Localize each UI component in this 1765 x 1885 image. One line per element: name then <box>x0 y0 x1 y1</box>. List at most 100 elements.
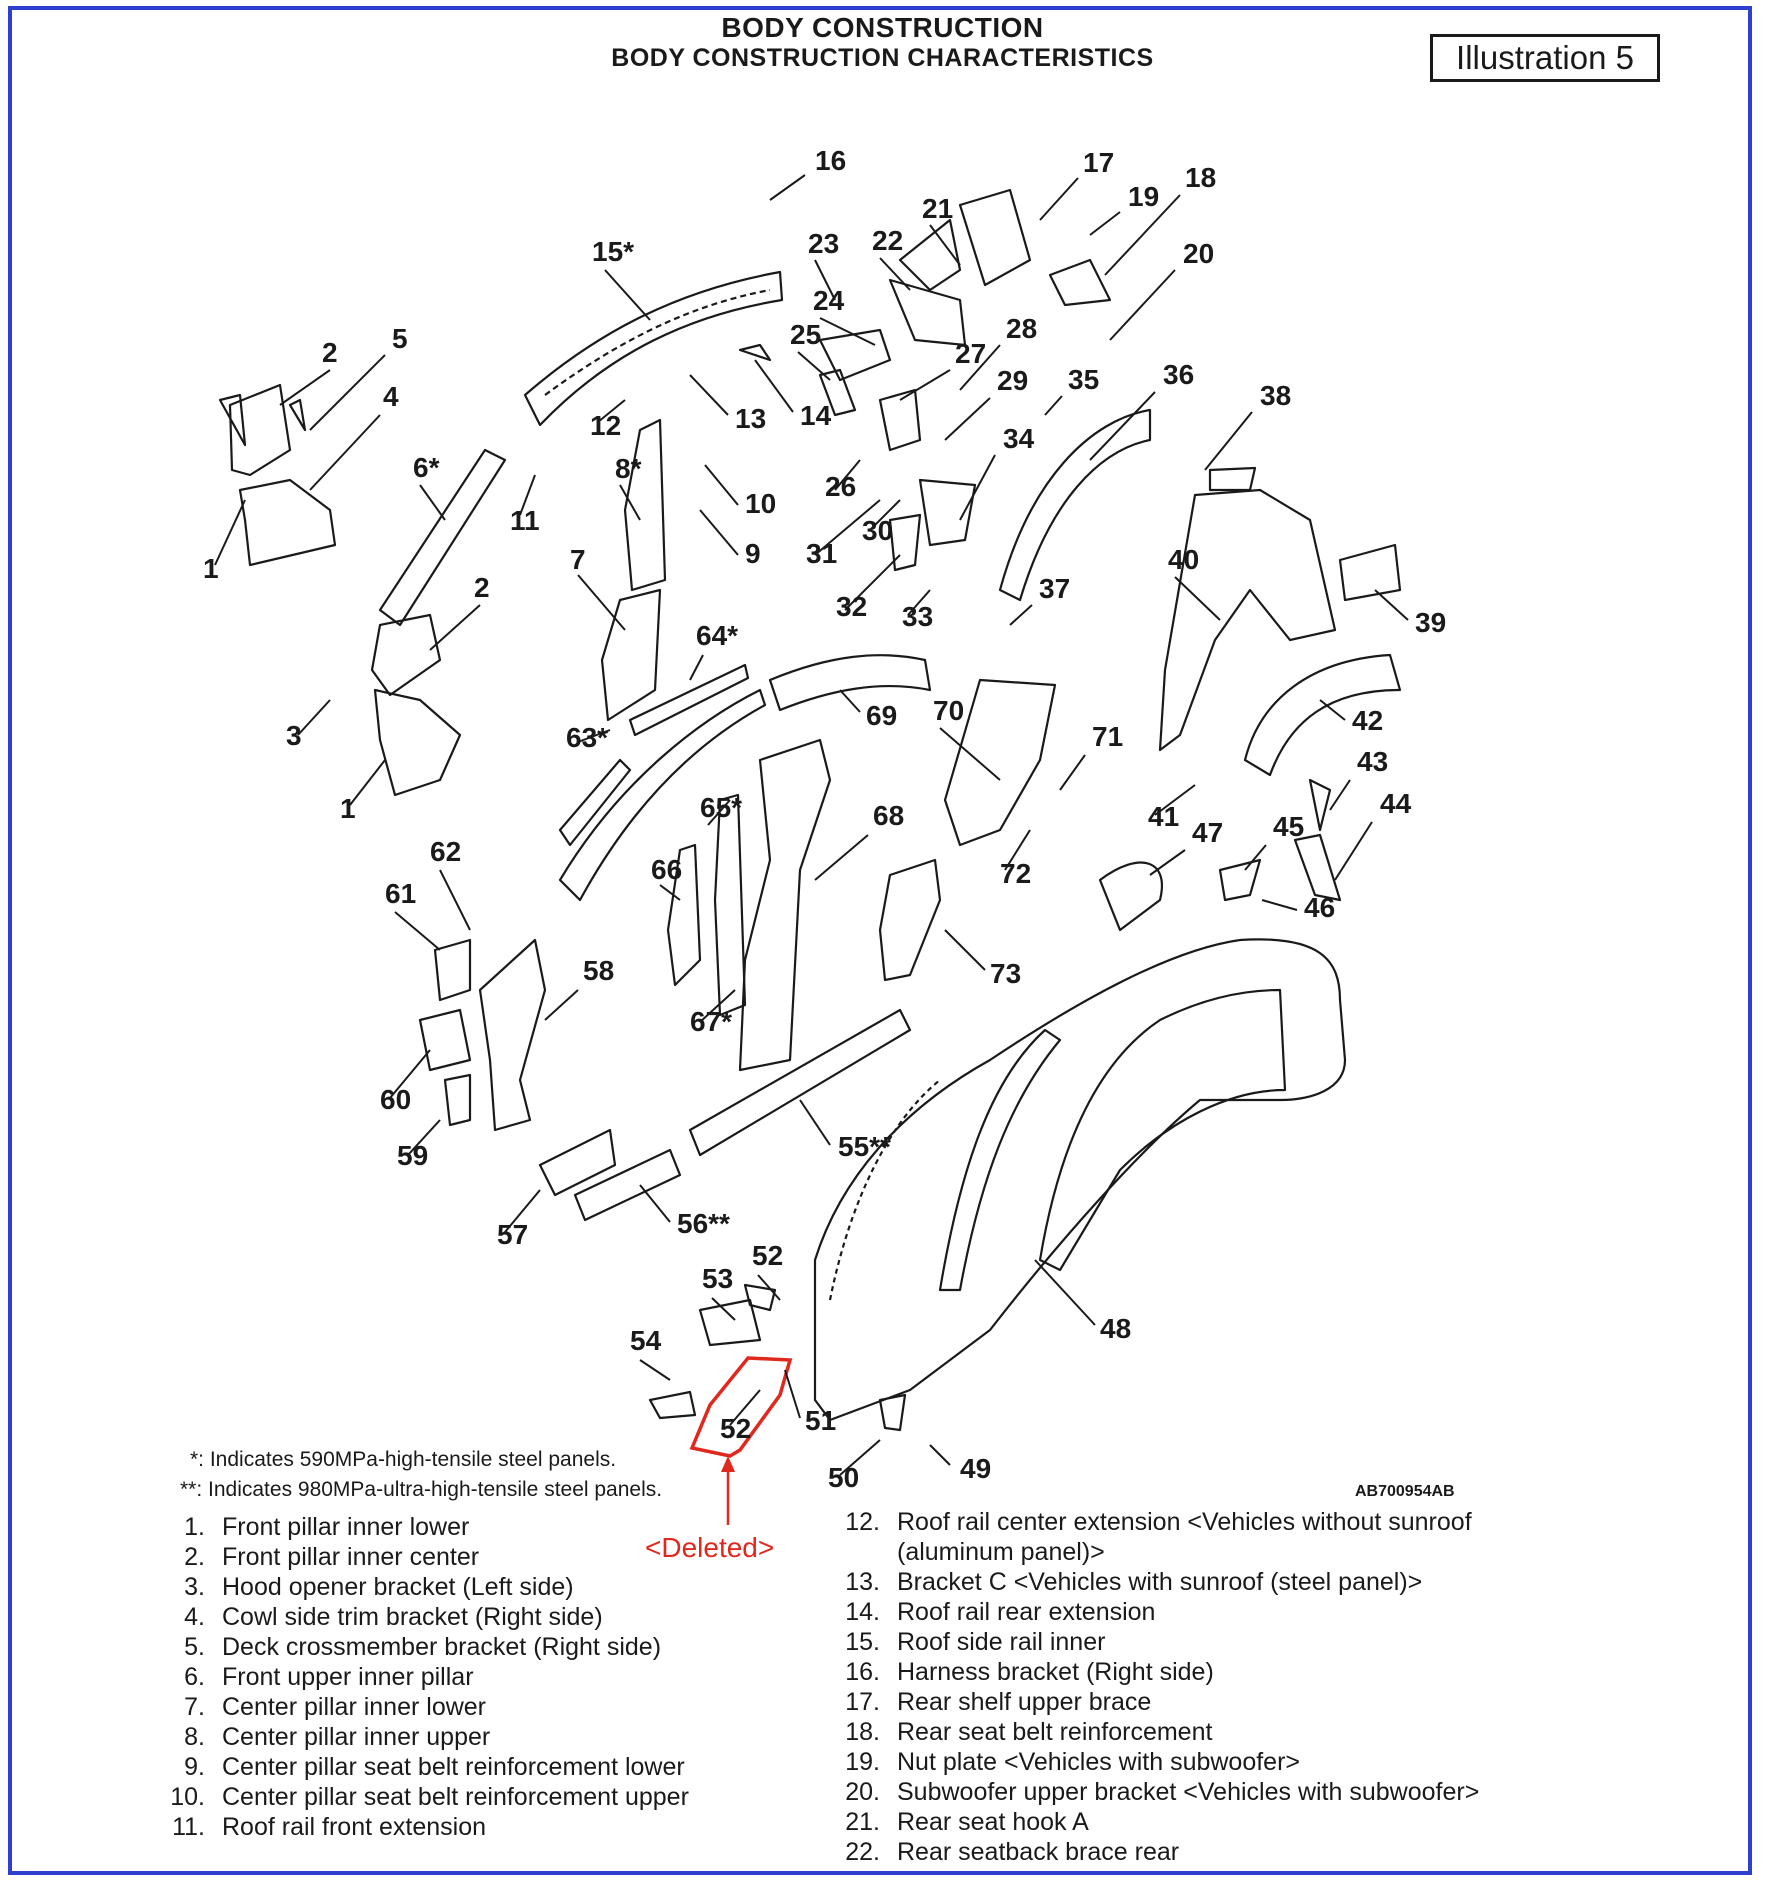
callout-number: 29 <box>997 365 1028 396</box>
leader-line <box>844 554 901 611</box>
legend-item-label: Center pillar inner upper <box>222 1723 491 1751</box>
legend-item: 18.Rear seat belt reinforcement <box>825 1717 1485 1747</box>
legend-item: 15.Roof side rail inner <box>825 1627 1485 1657</box>
legend-item-label: Roof side rail inner <box>897 1628 1106 1656</box>
callout-number: 7 <box>570 544 586 575</box>
legend-item-label: Front pillar inner lower <box>222 1513 470 1541</box>
leader-line <box>619 484 641 521</box>
callout-number: 63* <box>566 722 608 753</box>
leader-line <box>639 1359 671 1381</box>
legend-item-number: 13. <box>845 1568 880 1596</box>
legend-item-number: 16. <box>845 1658 880 1686</box>
leader-line <box>297 699 331 736</box>
legend-item-number: 11. <box>172 1813 205 1841</box>
part-center-pillar-outer <box>738 738 832 1072</box>
leader-line <box>689 374 729 416</box>
callout-number: 34 <box>1003 423 1035 454</box>
callout-number: 26 <box>825 471 856 502</box>
legend-item: 13.Bracket C <Vehicles with sunroof (ste… <box>825 1567 1485 1597</box>
legend-item-number: 9. <box>184 1753 205 1781</box>
page-frame <box>8 6 1752 1875</box>
leader-line <box>959 344 1001 391</box>
leader-line <box>939 727 1001 781</box>
leader-line <box>309 354 386 431</box>
leader-line <box>797 351 831 381</box>
leader-line <box>704 464 739 506</box>
leader-line <box>899 369 951 401</box>
callout-number: 1 <box>203 553 219 584</box>
leader-line <box>407 1119 441 1156</box>
legend-item-label: Front upper inner pillar <box>222 1663 474 1691</box>
leader-line <box>604 269 651 321</box>
legend-item: 8.Center pillar inner upper <box>150 1722 810 1752</box>
leader-line <box>799 1099 831 1146</box>
callout-number: 43 <box>1357 746 1388 777</box>
callout-number: 3 <box>286 720 302 751</box>
leader-line <box>419 484 446 521</box>
part-rail-65 <box>558 688 767 902</box>
leader-line <box>519 474 536 516</box>
callout-number: 33 <box>902 601 933 632</box>
illustration-label: Illustration 5 <box>1430 34 1660 82</box>
callout-number: 16 <box>815 145 846 176</box>
leader-line <box>711 1297 736 1321</box>
leader-line <box>754 359 794 413</box>
callout-number: 1 <box>340 793 356 824</box>
legend-right: 12.Roof rail center extension <Vehicles … <box>825 1507 1485 1867</box>
callout-number: 49 <box>960 1453 991 1484</box>
callout-number: 53 <box>702 1263 733 1294</box>
leader-line <box>959 454 996 521</box>
legend-item-label: Harness bracket (Right side) <box>897 1658 1214 1686</box>
leader-line <box>814 834 869 881</box>
callout-number: 2 <box>322 337 338 368</box>
legend-item: 6.Front upper inner pillar <box>150 1662 810 1692</box>
legend-item: 9. Center pillar seat belt reinforcement … <box>150 1752 810 1782</box>
callout-number: 51 <box>805 1405 836 1436</box>
legend-item-label: Hood opener bracket (Left side) <box>222 1573 574 1601</box>
callout-number: 41 <box>1148 801 1179 832</box>
leader-line <box>1044 395 1063 416</box>
callout-number: 28 <box>1006 313 1037 344</box>
callout-number: 50 <box>828 1462 859 1493</box>
legend-item-number: 7. <box>184 1693 205 1721</box>
leader-line <box>1089 211 1121 236</box>
callout-number: 10 <box>745 488 776 519</box>
leader-line <box>1039 177 1079 221</box>
callout-number: 20 <box>1183 238 1214 269</box>
leader-line <box>699 989 736 1023</box>
callout-number: 54 <box>630 1325 662 1356</box>
leader-line <box>769 174 806 201</box>
legend-item: 22.Rear seatback brace rear <box>825 1837 1485 1867</box>
leader-line <box>1319 699 1346 721</box>
image-code: AB700954AB <box>1355 1483 1455 1500</box>
legend-item-label: Roof rail front extension <box>222 1813 487 1841</box>
legend-item-number: 14. <box>845 1598 880 1626</box>
leader-line <box>839 1439 881 1476</box>
legend-item-label: Roof rail rear extension <box>897 1598 1156 1626</box>
part-quarter-inner-40 <box>1158 488 1337 752</box>
callout-number: 37 <box>1039 573 1070 604</box>
legend-item: 16. Harness bracket (Right side) <box>825 1657 1485 1687</box>
leader-line <box>1059 754 1086 791</box>
part-wheel-housing-36 <box>998 408 1152 602</box>
callout-number: 52 <box>752 1240 783 1271</box>
legend-item: 20.Subwoofer upper bracket <Vehicles wit… <box>825 1777 1485 1807</box>
callout-number: 57 <box>497 1219 528 1250</box>
leader-line <box>279 369 331 406</box>
callout-number: 44 <box>1380 788 1412 819</box>
callout-number: 52 <box>720 1413 751 1444</box>
legend-item: 2.Front pillar inner center <box>150 1542 810 1572</box>
legend-item-number: 19. <box>845 1748 880 1776</box>
leader-line <box>819 317 876 346</box>
callout-number: 4 <box>383 381 399 412</box>
callout-number: 60 <box>380 1084 411 1115</box>
legend-item-number: 22. <box>845 1838 880 1866</box>
part-sill-55 <box>688 1008 912 1157</box>
legend-item-number: 20. <box>845 1778 880 1806</box>
leader-line <box>504 1189 541 1233</box>
legend-item: 5.Deck crossmember bracket (Right side) <box>150 1632 810 1662</box>
legend-item-label: Center pillar seat belt reinforcement lo… <box>222 1753 685 1781</box>
legend-item-number: 17. <box>845 1688 880 1716</box>
leader-line <box>944 929 986 971</box>
